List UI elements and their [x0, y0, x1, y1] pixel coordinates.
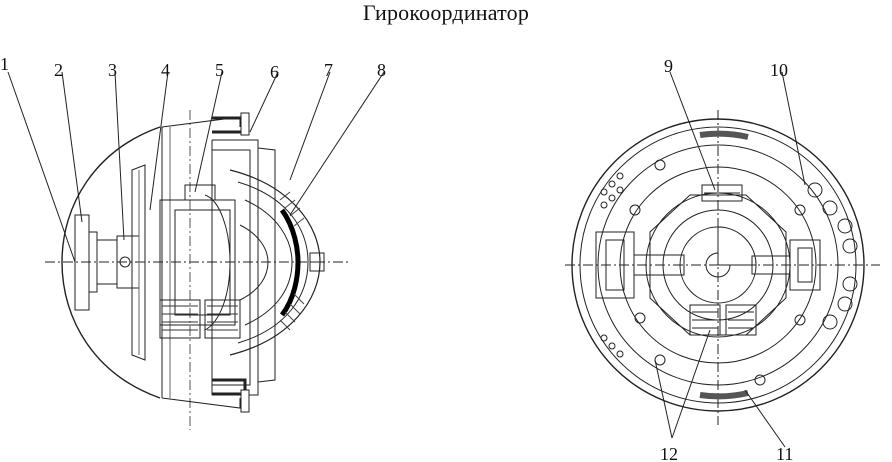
side-section-view	[7, 71, 385, 430]
callout-1: 1	[0, 54, 9, 74]
callout-7: 7	[324, 60, 333, 80]
callout-4: 4	[161, 60, 170, 80]
callout-11: 11	[776, 444, 793, 462]
callout-labels-right: 9 10 11 12	[660, 56, 793, 462]
callout-labels-left: 1 2 3 4 5 6 7 8	[0, 54, 386, 82]
callout-5: 5	[215, 60, 224, 80]
front-view	[565, 71, 880, 448]
callout-9: 9	[664, 56, 673, 76]
diagram-title: Гирокоординатор	[362, 0, 530, 25]
callout-8: 8	[377, 60, 386, 80]
callout-3: 3	[108, 60, 117, 80]
callout-10: 10	[770, 60, 788, 80]
callout-6: 6	[270, 62, 279, 82]
callout-12: 12	[660, 444, 678, 462]
callout-2: 2	[54, 60, 63, 80]
